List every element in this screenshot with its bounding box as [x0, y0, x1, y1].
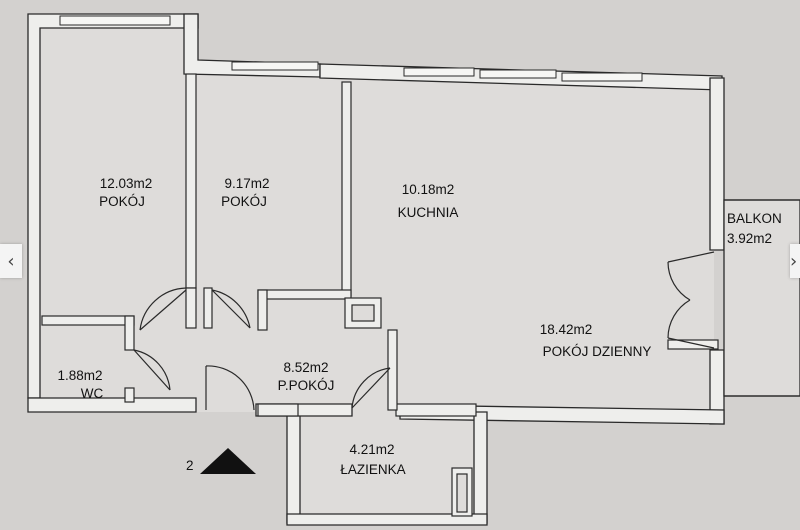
- window: [479, 69, 557, 79]
- wall-wc-top: [41, 315, 135, 326]
- door-balcony-1-arc: [667, 261, 691, 301]
- wall-room2-kitchen: [341, 81, 352, 297]
- wall-bathroom-left: [286, 411, 301, 524]
- wall-right: [709, 77, 725, 251]
- wall-room1-room2: [185, 73, 197, 289]
- wall-living-door-stub: [667, 339, 719, 350]
- room-name-wc: WC: [81, 386, 104, 401]
- door-balcony-2: [667, 337, 715, 349]
- interior-walls: [41, 73, 719, 417]
- wall-kitchen-bottom: [257, 289, 352, 300]
- door-room2-arc: [211, 289, 251, 329]
- doors: [133, 251, 715, 411]
- wall-wc-right-lower: [124, 387, 135, 403]
- door-room1: [139, 289, 187, 331]
- room-area-kuchnia: 10.18m2: [402, 182, 455, 197]
- door-entrance-arc: [205, 365, 255, 411]
- wall-room1-room2-lower: [185, 287, 197, 329]
- chevron-right-icon[interactable]: ›: [790, 244, 800, 278]
- room-name-pokoj-dzienny: POKÓJ DZIENNY: [543, 344, 652, 359]
- window: [231, 61, 319, 71]
- wall-bottom-left: [27, 397, 197, 413]
- room-area-lazienka: 4.21m2: [349, 442, 394, 457]
- wall-bathroom-bottom: [286, 513, 488, 526]
- wall-bathroom-right: [473, 411, 488, 524]
- door-bathroom: [351, 367, 391, 409]
- door-balcony-1: [667, 251, 715, 263]
- room-area-balkon: 3.92m2: [727, 231, 772, 246]
- door-room1-arc: [139, 287, 187, 331]
- room-name-balkon: BALKON: [727, 211, 782, 226]
- wall-hall-right: [387, 329, 398, 411]
- room-name-kuchnia: KUCHNIA: [398, 205, 459, 220]
- room-area-wc: 1.88m2: [57, 368, 102, 383]
- window: [59, 15, 171, 26]
- room-area-pokoj-2: 9.17m2: [224, 176, 269, 191]
- room-name-pokoj-2: POKÓJ: [221, 194, 267, 209]
- wall-bath-top-right: [395, 403, 477, 417]
- floor-area: [38, 28, 714, 518]
- door-bathroom-arc: [351, 367, 391, 409]
- wall-wc-right: [124, 315, 135, 351]
- triangle-marker-icon: [200, 448, 256, 474]
- wall-room2-doorside: [203, 287, 213, 329]
- room-area-p-pokoj: 8.52m2: [283, 360, 328, 375]
- windows: [59, 15, 643, 82]
- door-wc: [133, 349, 171, 391]
- ventilation-shaft: [344, 297, 382, 329]
- window: [403, 67, 475, 77]
- room-name-p-pokoj: P.POKÓJ: [278, 378, 335, 393]
- wall-kitchen-stub: [257, 289, 268, 331]
- wall-bath-top-left: [257, 403, 299, 417]
- door-wc-arc: [133, 349, 171, 391]
- room-area-pokoj-dzienny: 18.42m2: [540, 322, 593, 337]
- door-room2: [211, 289, 251, 329]
- chevron-left-icon[interactable]: ‹: [0, 244, 22, 278]
- room-area-pokoj-1: 12.03m2: [100, 176, 153, 191]
- floor-number: 2: [186, 458, 194, 473]
- door-balcony-2-arc: [667, 299, 691, 339]
- room-labels: 12.03m2 POKÓJ 9.17m2 POKÓJ 10.18m2 KUCHN…: [57, 176, 781, 477]
- room-name-lazienka: ŁAZIENKA: [340, 462, 405, 477]
- balcony: [723, 199, 800, 397]
- bath-shaft: [451, 467, 473, 517]
- room-name-pokoj-1: POKÓJ: [99, 194, 145, 209]
- window: [561, 72, 643, 82]
